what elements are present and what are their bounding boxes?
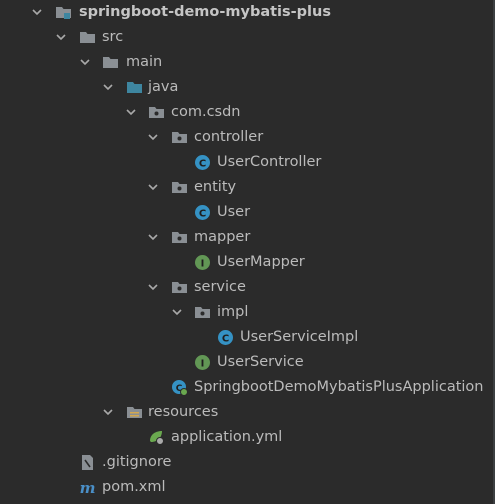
svg-text:C: C xyxy=(199,209,206,220)
tree-node-label: service xyxy=(194,279,246,295)
tree-node-label: springboot-demo-mybatis-plus xyxy=(79,4,331,20)
java-interface-icon: I xyxy=(195,255,210,270)
tree-node-impl[interactable]: impl xyxy=(0,300,495,325)
tree-node-label: java xyxy=(148,79,179,95)
tree-node-user-controller[interactable]: C UserController xyxy=(0,150,495,175)
tree-node-user-mapper[interactable]: I UserMapper xyxy=(0,250,495,275)
chevron-down-icon[interactable] xyxy=(54,30,68,44)
chevron-down-icon[interactable] xyxy=(101,80,115,94)
tree-node-label: application.yml xyxy=(171,429,283,445)
tree-node-label: controller xyxy=(194,129,264,145)
chevron-down-icon[interactable] xyxy=(146,180,160,194)
tree-node-label: UserMapper xyxy=(217,254,305,270)
tree-node-label: UserController xyxy=(217,154,322,170)
tree-node-gitignore[interactable]: .gitignore xyxy=(0,450,495,475)
tree-node-mapper[interactable]: mapper xyxy=(0,225,495,250)
tree-node-label: User xyxy=(217,204,251,220)
chevron-down-icon[interactable] xyxy=(124,105,138,119)
tree-node-label: mapper xyxy=(194,229,251,245)
svg-text:I: I xyxy=(201,259,205,270)
chevron-down-icon[interactable] xyxy=(146,130,160,144)
tree-node-resources[interactable]: resources xyxy=(0,400,495,425)
tree-node-entity[interactable]: entity xyxy=(0,175,495,200)
chevron-down-icon[interactable] xyxy=(146,230,160,244)
module-folder-icon xyxy=(56,7,71,19)
spring-boot-application-icon: C xyxy=(172,380,188,396)
java-class-icon: C xyxy=(195,205,210,220)
java-class-icon: C xyxy=(195,155,210,170)
tree-node-service[interactable]: service xyxy=(0,275,495,300)
package-icon xyxy=(172,282,187,293)
svg-text:m: m xyxy=(80,479,96,496)
maven-icon: m xyxy=(80,479,96,496)
folder-icon xyxy=(103,57,118,68)
tree-node-pom-xml[interactable]: m pom.xml xyxy=(0,475,495,500)
chevron-down-icon[interactable] xyxy=(146,280,160,294)
tree-node-root[interactable]: springboot-demo-mybatis-plus xyxy=(0,0,495,25)
tree-node-application-class[interactable]: C SpringbootDemoMybatisPlusApplication xyxy=(0,375,495,400)
svg-text:C: C xyxy=(199,159,206,170)
svg-text:I: I xyxy=(201,359,205,370)
tree-node-controller[interactable]: controller xyxy=(0,125,495,150)
tree-node-user-service-impl[interactable]: C UserServiceImpl xyxy=(0,325,495,350)
tree-node-label: resources xyxy=(148,404,219,420)
tree-node-java[interactable]: java xyxy=(0,75,495,100)
panel-divider xyxy=(493,0,495,504)
tree-node-user-service[interactable]: I UserService xyxy=(0,350,495,375)
chevron-down-icon[interactable] xyxy=(170,305,184,319)
tree-node-label: main xyxy=(126,54,163,70)
svg-text:C: C xyxy=(222,334,229,345)
tree-node-main[interactable]: main xyxy=(0,50,495,75)
java-class-icon: C xyxy=(218,330,233,345)
package-icon xyxy=(149,107,164,118)
tree-node-label: com.csdn xyxy=(171,104,241,120)
tree-node-label: entity xyxy=(194,179,237,195)
tree-node-label: .gitignore xyxy=(102,454,172,470)
package-icon xyxy=(172,182,187,193)
chevron-down-icon[interactable] xyxy=(78,55,92,69)
tree-node-application-yml[interactable]: application.yml xyxy=(0,425,495,450)
tree-node-label: UserService xyxy=(217,354,304,370)
svg-text:C: C xyxy=(176,384,183,394)
package-icon xyxy=(172,132,187,143)
java-interface-icon: I xyxy=(195,355,210,370)
tree-node-label: impl xyxy=(217,304,249,320)
package-icon xyxy=(172,232,187,243)
source-root-folder-icon xyxy=(127,82,142,93)
tree-node-label: src xyxy=(102,29,124,45)
ignore-file-icon xyxy=(82,455,93,470)
tree-node-label: SpringbootDemoMybatisPlusApplication xyxy=(194,379,484,395)
folder-icon xyxy=(80,32,95,43)
tree-node-user[interactable]: C User xyxy=(0,200,495,225)
chevron-down-icon[interactable] xyxy=(101,405,115,419)
tree-node-src[interactable]: src xyxy=(0,25,495,50)
tree-node-com-csdn[interactable]: com.csdn xyxy=(0,100,495,125)
chevron-down-icon[interactable] xyxy=(30,5,44,19)
resources-root-folder-icon xyxy=(127,407,142,418)
package-icon xyxy=(195,307,210,318)
tree-node-label: UserServiceImpl xyxy=(240,329,359,345)
spring-config-file-icon xyxy=(150,431,164,445)
tree-node-label: pom.xml xyxy=(102,479,166,495)
